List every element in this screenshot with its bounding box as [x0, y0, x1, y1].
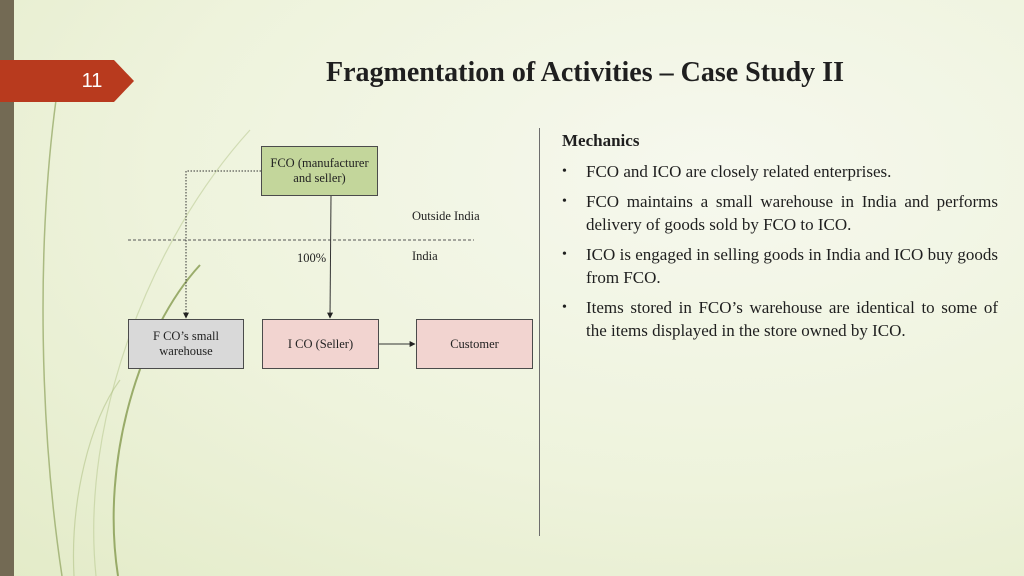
bullet-item: • FCO and ICO are closely related enterpr…	[562, 160, 998, 184]
bullet-dot-icon: •	[562, 246, 567, 262]
bullet-text: FCO and ICO are closely related enterpri…	[586, 162, 892, 181]
bullet-item: • FCO maintains a small warehouse in Indi…	[562, 190, 998, 237]
swoosh-curve	[112, 264, 201, 576]
ownership-percentage-label: 100%	[297, 251, 327, 265]
bullet-item: • Items stored in FCO’s warehouse are ide…	[562, 296, 998, 343]
india-label: India	[412, 249, 438, 263]
ico-seller-box: I CO (Seller)	[262, 319, 379, 369]
fco-to-warehouse-dotted-connector	[183, 170, 261, 319]
fco-box: FCO (manufacturer and seller)	[261, 146, 378, 196]
swoosh-curve	[72, 379, 121, 576]
bullet-item: • ICO is engaged in selling goods in Indi…	[562, 243, 998, 290]
slide-number: 11	[81, 70, 103, 92]
bullet-text: Items stored in FCO’s warehouse are iden…	[586, 297, 998, 341]
swoosh-curve	[42, 99, 63, 576]
mechanics-heading: Mechanics	[562, 131, 640, 150]
bullet-text: FCO maintains a small warehouse in India…	[586, 191, 998, 235]
fco-to-ico-arrow	[327, 195, 334, 319]
vertical-divider	[539, 128, 540, 536]
outside-india-label: Outside India	[412, 209, 480, 223]
slide-number-badge	[0, 60, 134, 102]
bullet-text: ICO is engaged in selling goods in India…	[586, 244, 998, 288]
left-accent-bar	[0, 0, 14, 576]
bullet-dot-icon: •	[562, 299, 567, 315]
bullet-dot-icon: •	[562, 193, 567, 209]
bullet-dot-icon: •	[562, 164, 567, 179]
mechanics-bullet-list: • FCO and ICO are closely related enterpr…	[562, 160, 998, 349]
slide-title: Fragmentation of Activities – Case Study…	[326, 57, 844, 88]
customer-box: Customer	[416, 319, 533, 369]
fco-warehouse-box: F CO’s small warehouse	[128, 319, 244, 369]
